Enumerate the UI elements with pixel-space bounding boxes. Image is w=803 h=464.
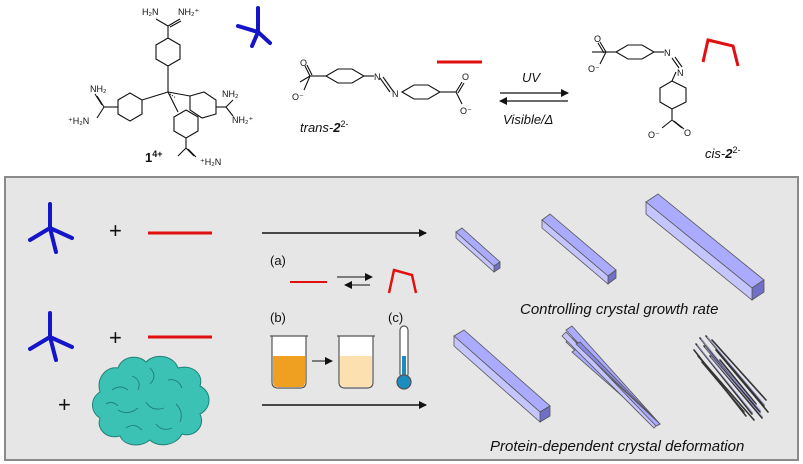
isomerization-arrows	[337, 273, 373, 289]
bent-linker-icon	[387, 268, 418, 294]
tetrahedral-linker-icon	[28, 311, 74, 362]
plus-sign: +	[109, 325, 122, 350]
oxygen-label: O	[594, 34, 601, 44]
amidine-label: ⁺H₂N	[68, 116, 89, 126]
bent-linker-icon	[701, 38, 740, 67]
cis-azobenzene-labels: O O⁻ N N O O⁻ cis-22-	[588, 34, 740, 161]
protein-image	[92, 355, 210, 446]
oxygen-label: O⁻	[588, 64, 600, 74]
label-c: (c)	[388, 310, 403, 325]
oxygen-label: O	[300, 58, 307, 68]
thermometer-icon	[396, 325, 412, 390]
amidine-label: ⁺H₂N	[200, 157, 221, 167]
tetraamidinium-labels: H₂N NH₂⁺ ⁺H₂N NH₂ NH₂ NH₂⁺ ⁺H₂N 14+	[68, 7, 253, 167]
caption-growth: Controlling crystal growth rate	[520, 301, 718, 318]
caption-deformation: Protein-dependent crystal deformation	[490, 438, 744, 455]
photoisomerization-arrows	[499, 89, 569, 105]
visible-heat-label: Visible/Δ	[503, 112, 553, 127]
amidine-label: NH₂⁺	[232, 115, 253, 125]
beaker-orange	[270, 335, 308, 389]
crystal-medium	[541, 213, 617, 285]
oxygen-label: O⁻	[292, 92, 304, 102]
trans-azobenzene-labels: O O⁻ N N O O⁻ trans-22-	[292, 58, 472, 135]
oxygen-label: O	[684, 128, 691, 138]
compound-cis-2-label: cis-22-	[705, 145, 740, 161]
amidine-label: NH₂	[222, 89, 239, 99]
uv-label: UV	[522, 70, 541, 85]
oxygen-label: O⁻	[648, 130, 660, 140]
oxygen-label: O	[462, 72, 469, 82]
compound-1-label: 14+	[145, 149, 163, 165]
cis-azobenzene-structure	[592, 41, 687, 130]
tetraamidinium-structure	[94, 18, 234, 158]
plus-sign: +	[58, 392, 71, 417]
crystal-bundle-highlights	[696, 336, 766, 418]
plus-sign: +	[109, 218, 122, 243]
beaker-pale	[337, 335, 375, 389]
crystal-straight	[453, 329, 551, 423]
tetrahedral-linker-icon	[28, 202, 74, 254]
trans-azobenzene-structure	[299, 64, 465, 105]
compound-trans-2-label: trans-22-	[300, 119, 348, 135]
tetrahedral-linker-icon	[236, 6, 272, 48]
nitrogen-label: N	[664, 48, 671, 58]
crystal-large	[645, 193, 765, 301]
nitrogen-label: N	[374, 72, 381, 82]
amidine-label: NH₂	[90, 84, 107, 94]
oxygen-label: O⁻	[460, 106, 472, 116]
amidine-label: H₂N	[142, 7, 159, 17]
nitrogen-label: N	[677, 68, 684, 78]
crystal-split	[561, 325, 661, 429]
amidine-label: NH₂⁺	[178, 7, 199, 17]
nitrogen-label: N	[392, 89, 399, 99]
crystal-small	[455, 227, 501, 273]
label-a: (a)	[270, 253, 286, 268]
label-b: (b)	[270, 310, 286, 325]
